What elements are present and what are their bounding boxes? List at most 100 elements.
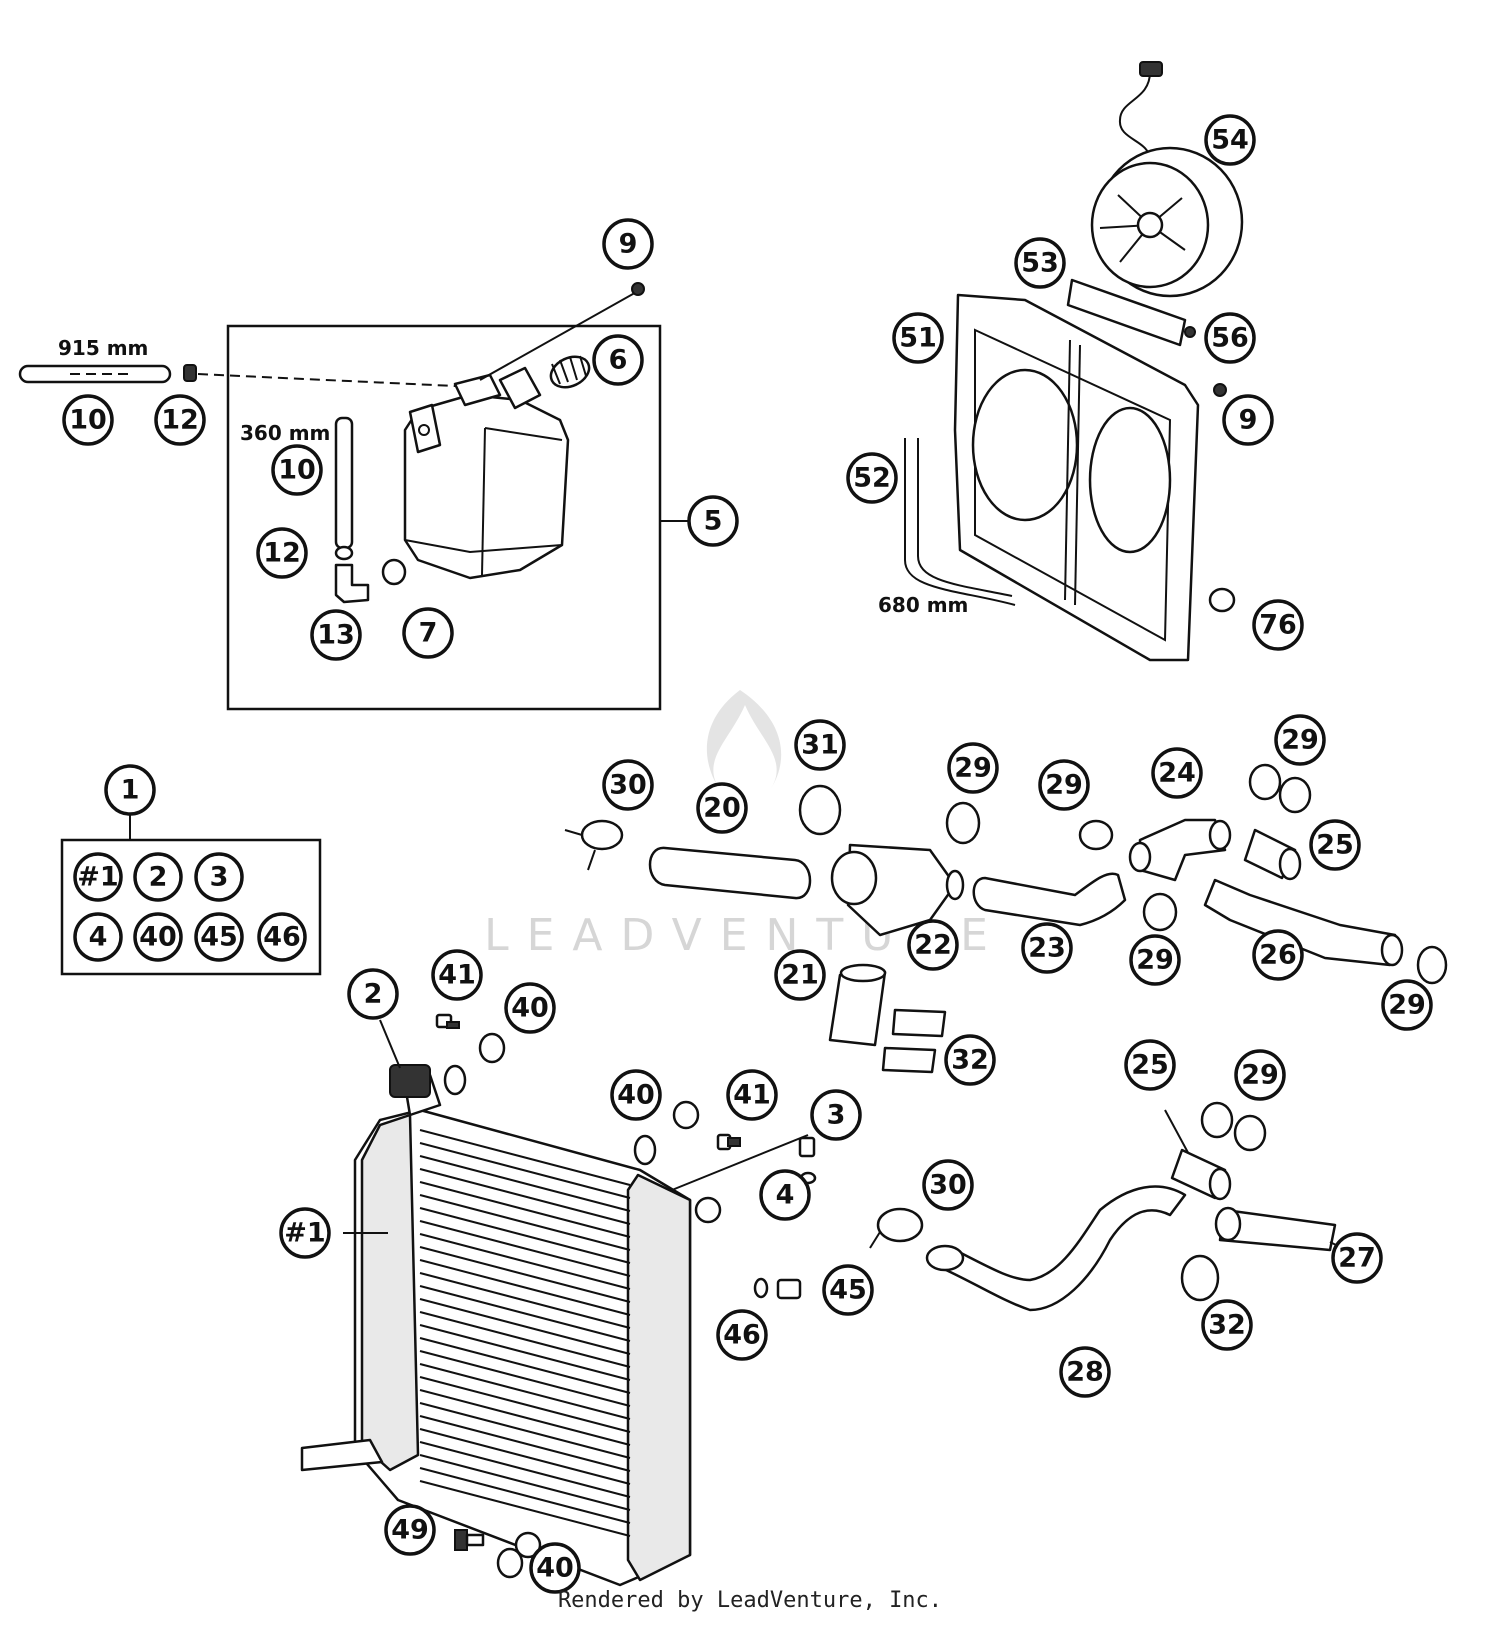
callout-27-circle bbox=[1331, 1232, 1383, 1284]
tee-24 bbox=[1128, 818, 1232, 882]
overflow-hose-short bbox=[334, 416, 354, 550]
callout-28: 28 bbox=[1059, 1346, 1111, 1398]
callout-40-a-circle bbox=[504, 982, 556, 1034]
callout-9-top-label: 9 bbox=[619, 229, 638, 260]
callout-10-mid: 10 bbox=[271, 444, 323, 496]
callout-51-label: 51 bbox=[899, 323, 937, 354]
callout-32-top: 32 bbox=[944, 1034, 996, 1086]
callout-5-circle bbox=[687, 495, 739, 547]
callout-29-d-label: 29 bbox=[1136, 945, 1174, 976]
kit-item-3-circle bbox=[194, 852, 244, 902]
callout-23-circle bbox=[1021, 922, 1073, 974]
callout-29-b: 29 bbox=[1038, 759, 1090, 811]
kit-item-40-label: 40 bbox=[139, 922, 177, 953]
callout-29-b-circle bbox=[1038, 759, 1090, 811]
callout-30-top-circle bbox=[602, 759, 654, 811]
callout-40-b-circle bbox=[610, 1069, 662, 1121]
callout-7-circle bbox=[402, 607, 454, 659]
callout-54-label: 54 bbox=[1211, 125, 1249, 156]
screw-9-right bbox=[1213, 383, 1227, 397]
callout-41-a: 41 bbox=[431, 949, 483, 1001]
kit-item-3-label: 3 bbox=[210, 862, 229, 893]
callout-29-a-circle bbox=[947, 742, 999, 794]
hose-clamps-32-top bbox=[881, 1008, 947, 1074]
callout-2: 2 bbox=[347, 968, 399, 1020]
grommet-40-b bbox=[672, 1100, 700, 1130]
hose-25-top bbox=[1243, 828, 1302, 881]
screw-56 bbox=[1184, 326, 1196, 338]
dim-680: 680 mm bbox=[878, 593, 968, 617]
callout-27-label: 27 bbox=[1338, 1243, 1376, 1274]
callout-45-circle bbox=[822, 1264, 874, 1316]
callout-41-b-circle bbox=[726, 1069, 778, 1121]
callout-13-label: 13 bbox=[317, 620, 355, 651]
hose-21 bbox=[828, 963, 887, 1047]
bolt-41-a bbox=[435, 1013, 460, 1029]
callout-7: 7 bbox=[402, 607, 454, 659]
dim-360: 360 mm bbox=[240, 421, 330, 445]
kit-item-2-circle bbox=[133, 852, 183, 902]
hose-clamp-mid bbox=[334, 545, 354, 561]
kit-item-hash1: #1 bbox=[73, 852, 123, 902]
sensor-45 bbox=[753, 1277, 802, 1300]
kit-item-40: 40 bbox=[133, 912, 183, 962]
callout-29-e: 29 bbox=[1381, 979, 1433, 1031]
callout-76-circle bbox=[1252, 599, 1304, 651]
kit-item-2-label: 2 bbox=[149, 862, 168, 893]
callout-41-a-label: 41 bbox=[438, 960, 476, 991]
hose-clamp-29-d bbox=[1142, 892, 1178, 932]
callout-29-c-circle bbox=[1274, 714, 1326, 766]
kit-item-46: 46 bbox=[257, 912, 307, 962]
hose-27 bbox=[1214, 1206, 1337, 1252]
callout-32-bottom: 32 bbox=[1201, 1299, 1253, 1351]
callout-32-bottom-circle bbox=[1201, 1299, 1253, 1351]
callout-53-label: 53 bbox=[1021, 248, 1059, 279]
callout-5-label: 5 bbox=[704, 506, 723, 537]
hose-clamps-29-c bbox=[1248, 763, 1312, 814]
hose-clamp-29-a bbox=[945, 801, 981, 845]
hose-clamps-29-f bbox=[1200, 1101, 1267, 1152]
dim-915: 915 mm bbox=[58, 336, 148, 360]
hose-23 bbox=[972, 872, 1127, 927]
callout-54-circle bbox=[1204, 114, 1256, 166]
hose-25-bottom bbox=[1170, 1148, 1232, 1201]
assembly-line-hose bbox=[197, 373, 456, 387]
leader-3 bbox=[671, 1134, 809, 1191]
callout-30-top: 30 bbox=[602, 759, 654, 811]
callout-29-a-label: 29 bbox=[954, 753, 992, 784]
callout-30-bottom-label: 30 bbox=[929, 1170, 967, 1201]
callout-25-bottom-label: 25 bbox=[1131, 1050, 1169, 1081]
callout-29-e-circle bbox=[1381, 979, 1433, 1031]
callout-46: 46 bbox=[716, 1309, 768, 1361]
callout-12-left: 12 bbox=[154, 394, 206, 446]
callout-41-b-label: 41 bbox=[733, 1080, 771, 1111]
callout-12-mid: 12 bbox=[256, 527, 308, 579]
kit-item-3: 3 bbox=[194, 852, 244, 902]
callout-32-top-label: 32 bbox=[951, 1045, 989, 1076]
callout-3: 3 bbox=[810, 1089, 862, 1141]
callout-21: 21 bbox=[774, 949, 826, 1001]
callout-10-left-circle bbox=[62, 394, 114, 446]
callout-40-b: 40 bbox=[610, 1069, 662, 1121]
watermark: LEADVENTURE bbox=[484, 690, 988, 961]
callout-32-bottom-label: 32 bbox=[1208, 1310, 1246, 1341]
callout-1-circle bbox=[104, 764, 156, 816]
hose-26 bbox=[1203, 878, 1404, 967]
callout-46-circle bbox=[716, 1309, 768, 1361]
callout-30-bottom: 30 bbox=[922, 1159, 974, 1211]
callout-30-top-label: 30 bbox=[609, 770, 647, 801]
callout-23-label: 23 bbox=[1028, 933, 1066, 964]
callout-29-d-circle bbox=[1129, 934, 1181, 986]
nut-76 bbox=[1208, 587, 1236, 613]
radiator-kit-box bbox=[60, 838, 322, 976]
callout-20-label: 20 bbox=[703, 793, 741, 824]
callout-12-left-label: 12 bbox=[161, 405, 199, 436]
callout-12-mid-circle bbox=[256, 527, 308, 579]
callout-10-mid-circle bbox=[271, 444, 323, 496]
callout-29-f: 29 bbox=[1234, 1049, 1286, 1101]
callout-45-label: 45 bbox=[829, 1275, 867, 1306]
callout-46-label: 46 bbox=[723, 1320, 761, 1351]
kit-item-46-label: 46 bbox=[263, 922, 301, 953]
